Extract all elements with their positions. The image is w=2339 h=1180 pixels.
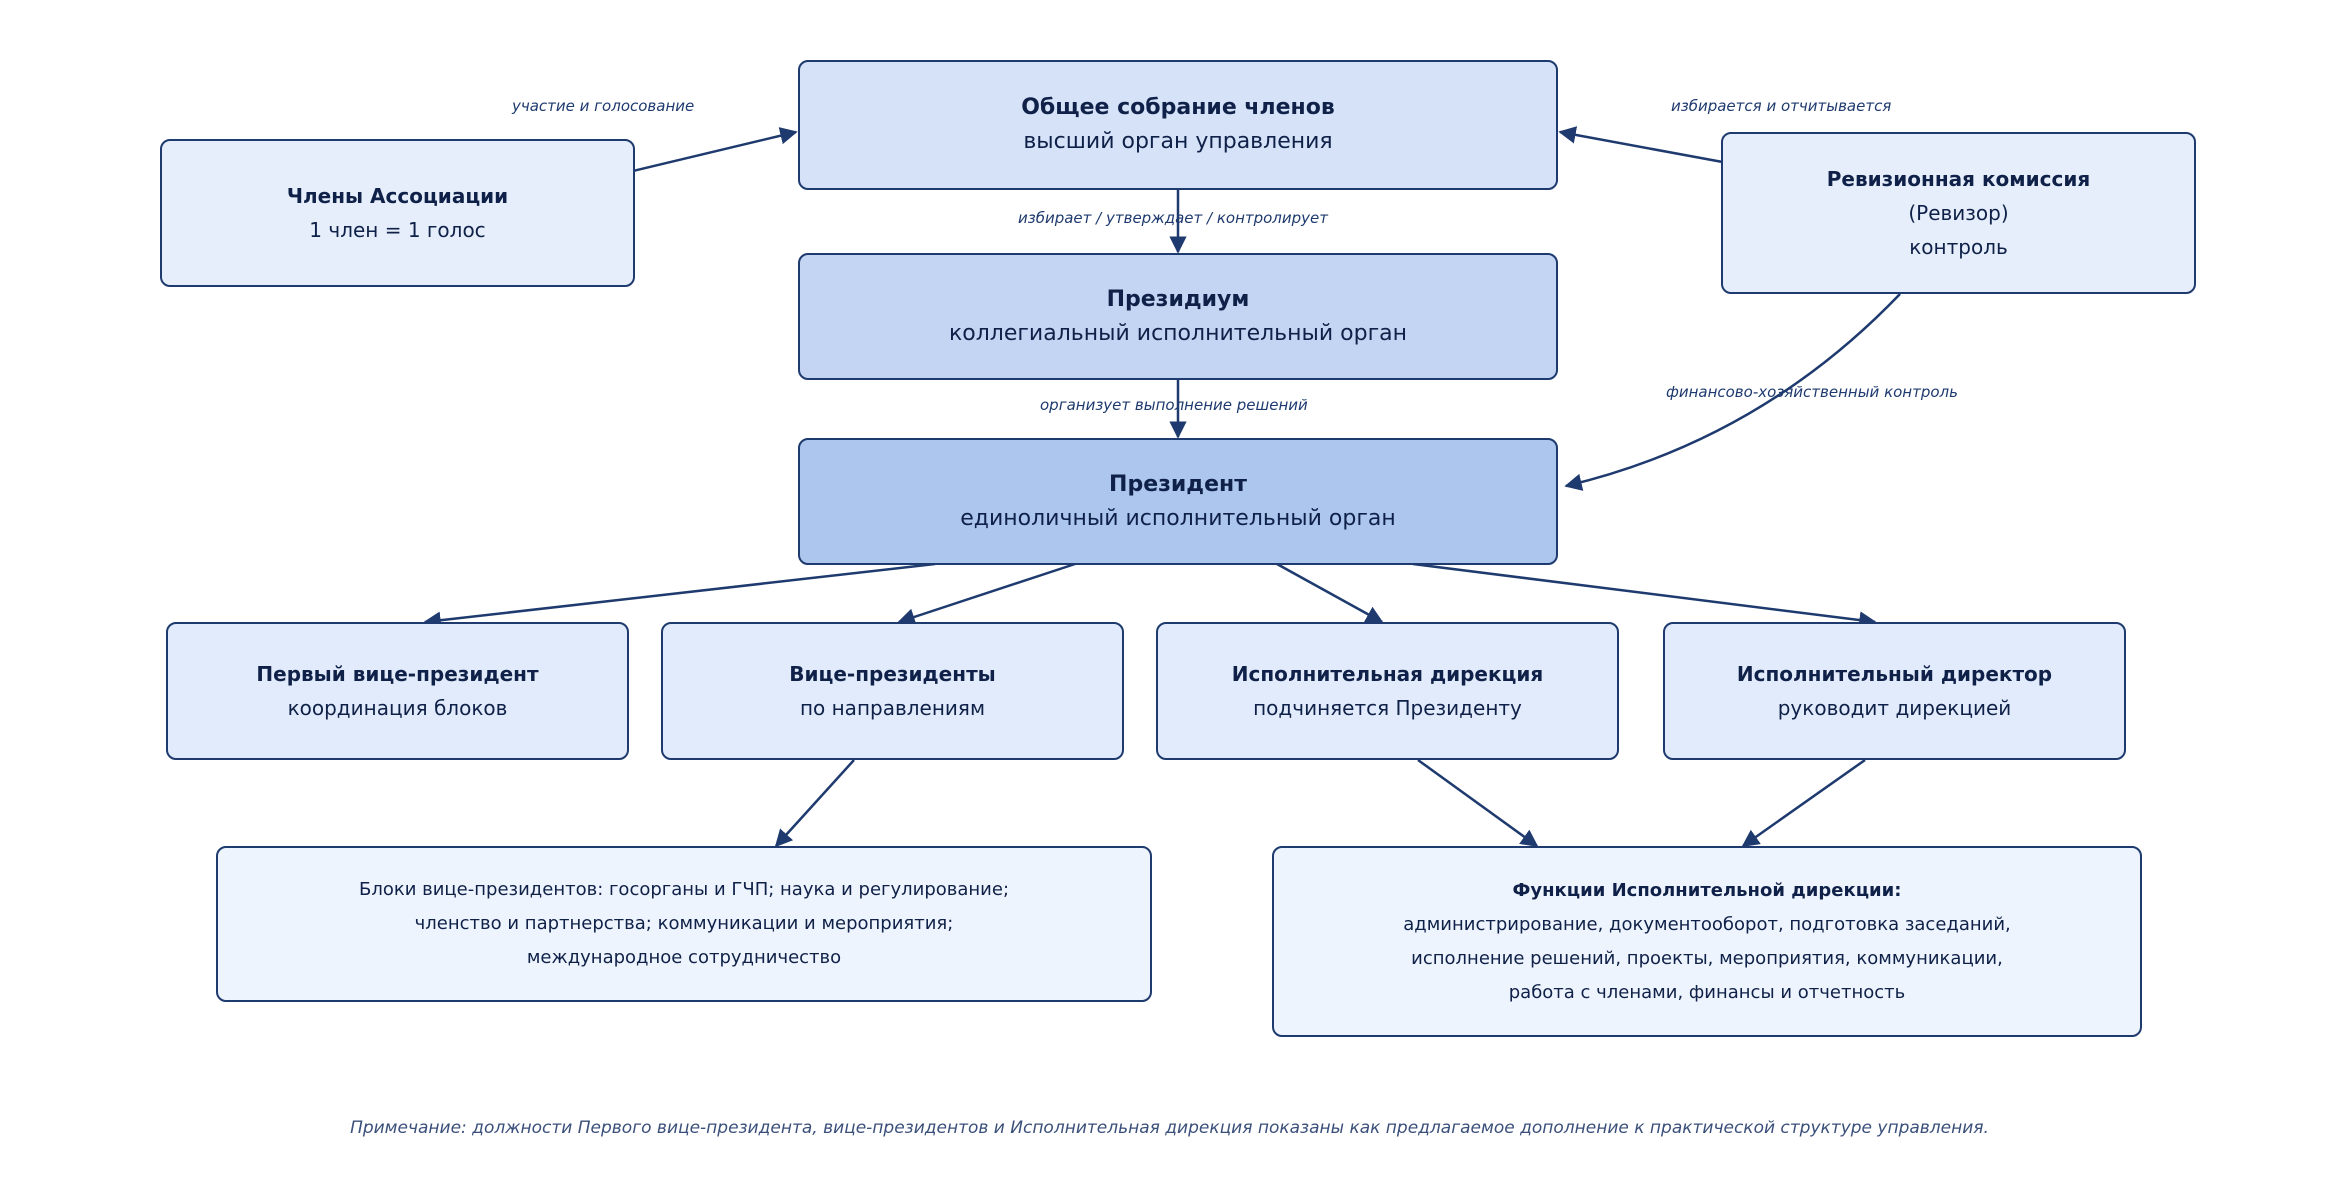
members-title: Члены Ассоциации [286, 184, 509, 208]
edge-president-to-vps [897, 562, 1076, 626]
directorate-functions-box: Функции Исполнительной дирекции: админис… [1272, 846, 2142, 1037]
vp-blocks-line: международное сотрудничество [526, 947, 842, 968]
presidium-box: Президиум коллегиальный исполнительный о… [798, 253, 1558, 380]
edge-president-to-first-vp [423, 562, 936, 629]
directorate-functions-line: администрирование, документооборот, подг… [1403, 913, 2011, 935]
edge-president-to-directorate [1276, 562, 1384, 624]
audit-commission-auditor: (Ревизор) [1908, 201, 2009, 225]
first-vp-title: Первый вице-президент [256, 662, 539, 686]
edge-label-members-to-assembly: участие и голосование [512, 97, 695, 115]
president-title: Президент [1109, 471, 1247, 497]
general-assembly-title: Общее собрание членов [1021, 95, 1335, 120]
edge-directorate-to-functions [1417, 758, 1539, 848]
edge-audit-to-assembly [1558, 126, 1729, 165]
presidium-title: Президиум [1106, 286, 1250, 312]
vp-blocks-line: членство и партнерства; коммуникации и м… [414, 913, 954, 934]
executive-director-subtitle: руководит дирекцией [1777, 696, 2012, 720]
edge-vps-to-blocks [774, 759, 855, 848]
edge-audit-to-president [1564, 293, 1901, 491]
general-assembly-subtitle: высший орган управления [1023, 129, 1333, 154]
audit-commission-box: Ревизионная комиссия (Ревизор) контроль [1721, 132, 2196, 294]
vp-blocks-box: Блоки вице-президентов: госорганы и ГЧП;… [216, 846, 1152, 1002]
presidium-subtitle: коллегиальный исполнительный орган [948, 320, 1408, 346]
edge-members-to-assembly [632, 127, 798, 173]
executive-directorate-subtitle: подчиняется Президенту [1253, 696, 1522, 720]
audit-commission-title: Ревизионная комиссия [1826, 167, 2091, 191]
executive-directorate-title: Исполнительная дирекция [1231, 662, 1544, 686]
vice-presidents-box: Вице-президенты по направлениям [661, 622, 1124, 760]
edge-exec-director-to-functions [1741, 758, 1866, 848]
executive-director-title: Исполнительный директор [1736, 662, 2053, 686]
directorate-functions-line: работа с членами, финансы и отчетность [1508, 981, 1906, 1003]
first-vp-subtitle: координация блоков [287, 696, 508, 720]
president-subtitle: единоличный исполнительный орган [960, 505, 1396, 531]
audit-commission-role: контроль [1909, 235, 2008, 259]
members-box: Члены Ассоциации 1 член = 1 голос [160, 139, 635, 287]
members-subtitle: 1 член = 1 голос [309, 218, 486, 242]
edge-label-presidium-to-president: организует выполнение решений [1040, 396, 1308, 414]
directorate-functions-title: Функции Исполнительной дирекции: [1512, 879, 1902, 901]
directorate-functions-line: исполнение решений, проекты, мероприятия… [1411, 947, 2003, 969]
vp-blocks-line: Блоки вице-президентов: госорганы и ГЧП;… [358, 879, 1010, 900]
executive-director-box: Исполнительный директор руководит дирекц… [1663, 622, 2126, 760]
edge-president-to-exec-director [1412, 562, 1877, 629]
edge-label-audit-to-assembly: избирается и отчитывается [1671, 97, 1892, 115]
vice-presidents-title: Вице-президенты [789, 662, 996, 686]
footnote: Примечание: должности Первого вице-прези… [350, 1118, 1989, 1138]
first-vp-box: Первый вице-президент координация блоков [166, 622, 629, 760]
edge-label-assembly-to-presidium: избирает / утверждает / контролирует [1018, 209, 1329, 227]
executive-directorate-box: Исполнительная дирекция подчиняется През… [1156, 622, 1619, 760]
edge-label-audit-to-president: финансово-хозяйственный контроль [1666, 383, 1958, 401]
general-assembly-box: Общее собрание членов высший орган управ… [798, 60, 1558, 190]
vice-presidents-subtitle: по направлениям [799, 696, 986, 720]
president-box: Президент единоличный исполнительный орг… [798, 438, 1558, 565]
